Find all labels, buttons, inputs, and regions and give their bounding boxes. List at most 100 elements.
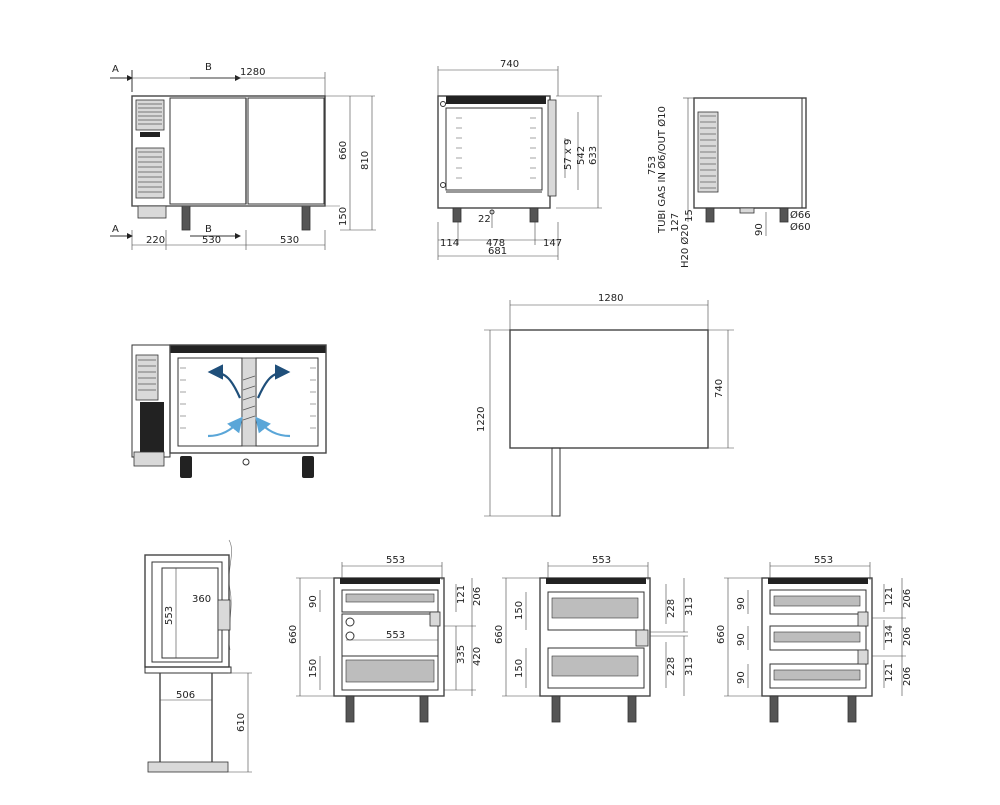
dv2-right-313a: 313 <box>684 597 695 616</box>
leg <box>551 695 561 723</box>
rear-dim-90: 90 <box>754 223 765 236</box>
section-a-top: A <box>112 64 119 75</box>
section-dim-506: 506 <box>176 690 195 701</box>
caster <box>180 456 192 478</box>
dv3-right-206b: 206 <box>902 627 913 646</box>
front-height-660: 660 <box>338 141 349 160</box>
dv1-right-335: 335 <box>456 645 467 664</box>
plan-depth-1220: 1220 <box>476 407 487 432</box>
dv1-right-206: 206 <box>472 587 483 606</box>
section-a-bottom: A <box>112 224 119 235</box>
drawer <box>341 589 439 613</box>
leg <box>452 207 462 223</box>
airflow-cold-arrow-left <box>207 364 242 399</box>
front-view: A B A B 1280 <box>110 62 376 250</box>
dv1-right-420: 420 <box>472 647 483 666</box>
dv1-outer-660: 660 <box>288 625 299 644</box>
drawer <box>547 647 645 689</box>
section-b-bottom: B <box>205 224 212 235</box>
drawer-view-1: 553 553 660 90 150 121 206 335 420 <box>288 555 483 723</box>
side-dim-542: 542 <box>576 146 587 165</box>
leg <box>847 695 857 723</box>
door-right <box>247 97 325 205</box>
leg <box>181 205 191 231</box>
dv2-left-bottom: 150 <box>514 659 525 678</box>
section-b-top: B <box>205 62 212 73</box>
dv3-left-a: 90 <box>736 597 747 610</box>
front-width-label: 1280 <box>240 67 265 78</box>
leg <box>705 207 715 223</box>
dv3-right-121b: 121 <box>884 663 895 682</box>
dv3-top-553: 553 <box>814 555 833 566</box>
rear-dim-127: 127 <box>670 213 681 232</box>
leg <box>779 207 789 223</box>
side-dim-22: 22 <box>478 214 491 225</box>
dv2-top-553: 553 <box>592 555 611 566</box>
rear-dim-o66: Ø66 <box>790 209 811 221</box>
dv1-inner-553: 553 <box>386 630 405 641</box>
rear-dim-753: 753 <box>647 156 658 175</box>
airflow-return-arrow-right <box>255 416 291 438</box>
drawer <box>769 625 867 651</box>
side-view: 740 57 x 9 542 633 2 <box>437 59 602 260</box>
drawer-view-2: 553 660 150 150 228 313 228 313 <box>494 555 695 723</box>
airflow-return-arrow-left <box>207 416 243 438</box>
compressor-unit <box>140 402 164 452</box>
control-panel-display <box>140 132 160 137</box>
drawer-view-3: 553 660 90 90 90 121 206 134 206 121 <box>716 555 913 723</box>
rear-water-label: H20 Ø20 <box>679 224 691 268</box>
dv2-right-228b: 228 <box>666 657 677 676</box>
dv2-right-228a: 228 <box>666 599 677 618</box>
section-dim-553: 553 <box>164 606 175 625</box>
front-seg-220: 220 <box>146 235 165 246</box>
front-seg-530a: 530 <box>202 235 221 246</box>
plan-door-swing <box>551 447 561 517</box>
dv3-right-121a: 121 <box>884 587 895 606</box>
side-dim-57x9: 57 x 9 <box>563 139 574 170</box>
front-leg-150: 150 <box>338 207 349 226</box>
front-seg-530b: 530 <box>280 235 299 246</box>
rear-dim-o60: Ø60 <box>790 221 811 233</box>
dv2-right-313b: 313 <box>684 657 695 676</box>
drawer <box>341 655 439 691</box>
side-dim-114: 114 <box>440 238 459 249</box>
dv3-outer-660: 660 <box>716 625 727 644</box>
dv3-left-b: 90 <box>736 633 747 646</box>
rear-view: 753 TUBI GAS IN Ø6/OUT Ø10 127 15 H20 Ø2… <box>647 97 811 268</box>
dv1-right-121: 121 <box>456 585 467 604</box>
dv3-right-206a: 206 <box>902 589 913 608</box>
dv1-left-top: 90 <box>308 595 319 608</box>
side-dim-478: 478 <box>486 238 505 249</box>
leg <box>419 695 429 723</box>
section-view: 553 360 506 610 <box>144 539 252 773</box>
dv3-left-c: 90 <box>736 671 747 684</box>
section-dim-610: 610 <box>236 713 247 732</box>
dv3-right-134: 134 <box>884 625 895 644</box>
rear-dim-15: 15 <box>684 209 695 222</box>
rear-gas-label: TUBI GAS IN Ø6/OUT Ø10 <box>656 106 668 234</box>
dv1-left-bottom: 150 <box>308 659 319 678</box>
plan-width-1280: 1280 <box>598 293 623 304</box>
caster <box>302 456 314 478</box>
leg <box>529 207 539 223</box>
side-width-740: 740 <box>500 59 519 70</box>
plan-footprint <box>509 329 709 449</box>
plan-depth-740: 740 <box>714 379 725 398</box>
leg <box>769 695 779 723</box>
dv2-outer-660: 660 <box>494 625 505 644</box>
airflow-cold-arrow-right <box>256 364 291 399</box>
door-left <box>169 97 247 205</box>
leg <box>627 695 637 723</box>
leg <box>345 695 355 723</box>
section-dim-360: 360 <box>192 594 211 605</box>
side-dim-681: 681 <box>488 246 507 257</box>
drawer <box>769 663 867 689</box>
plan-view: 1280 740 1220 <box>476 293 734 517</box>
front-height-810: 810 <box>360 151 371 170</box>
drawer <box>769 589 867 615</box>
side-dim-633: 633 <box>588 146 599 165</box>
dv1-top-553: 553 <box>386 555 405 566</box>
dv3-right-206c: 206 <box>902 667 913 686</box>
